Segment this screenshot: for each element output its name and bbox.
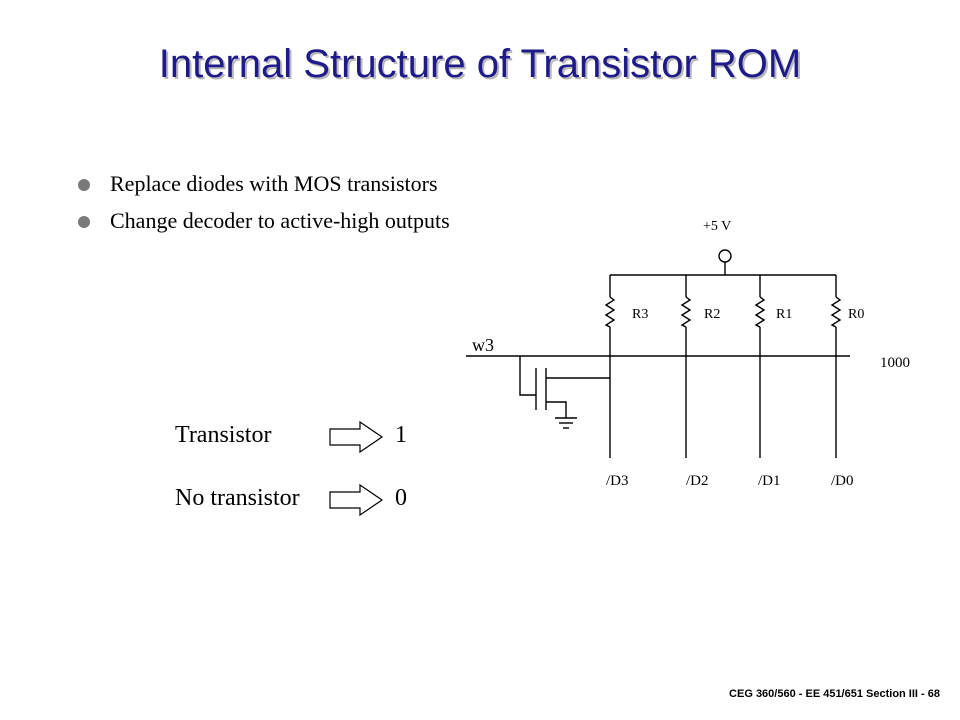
output-label: /D0	[831, 473, 854, 489]
slide-title: Internal Structure of Transistor ROM	[158, 42, 802, 86]
resistor-r3	[604, 275, 616, 458]
resistor-label: R0	[848, 307, 864, 322]
output-label: /D1	[758, 473, 781, 489]
slide-footer: CEG 360/560 - EE 451/651 Section III - 6…	[729, 688, 940, 700]
arrow-right-icon	[329, 483, 384, 517]
legend-transistor-label: Transistor	[175, 422, 272, 448]
output-label: /D2	[686, 473, 709, 489]
legend-transistor-value: 1	[395, 422, 407, 448]
resistor-r1	[754, 275, 766, 458]
arrow-right-icon	[329, 420, 384, 454]
bullet-list: Replace diodes with MOS transistors Chan…	[78, 168, 450, 242]
bullet-item: Change decoder to active-high outputs	[78, 205, 450, 242]
bullet-dot-icon	[78, 216, 90, 228]
resistor-label: R1	[776, 307, 792, 322]
wordline-label: w3	[472, 335, 494, 355]
legend-no-transistor-label: No transistor	[175, 485, 300, 511]
legend-no-transistor-value: 0	[395, 485, 407, 511]
resistor-r2	[680, 275, 692, 458]
supply-label: +5 V	[703, 219, 731, 234]
supply-terminal	[718, 249, 732, 263]
output-label: /D3	[606, 473, 629, 489]
bullet-item: Replace diodes with MOS transistors	[78, 168, 450, 205]
mos-transistor-icon	[519, 356, 610, 429]
resistor-label: R2	[704, 307, 720, 322]
pattern-label: 1000	[880, 355, 910, 371]
bullet-text: Replace diodes with MOS transistors	[110, 171, 438, 196]
resistor-r0	[830, 275, 842, 458]
bullet-text: Change decoder to active-high outputs	[110, 208, 450, 233]
resistor-label: R3	[632, 307, 648, 322]
bullet-dot-icon	[78, 179, 90, 191]
